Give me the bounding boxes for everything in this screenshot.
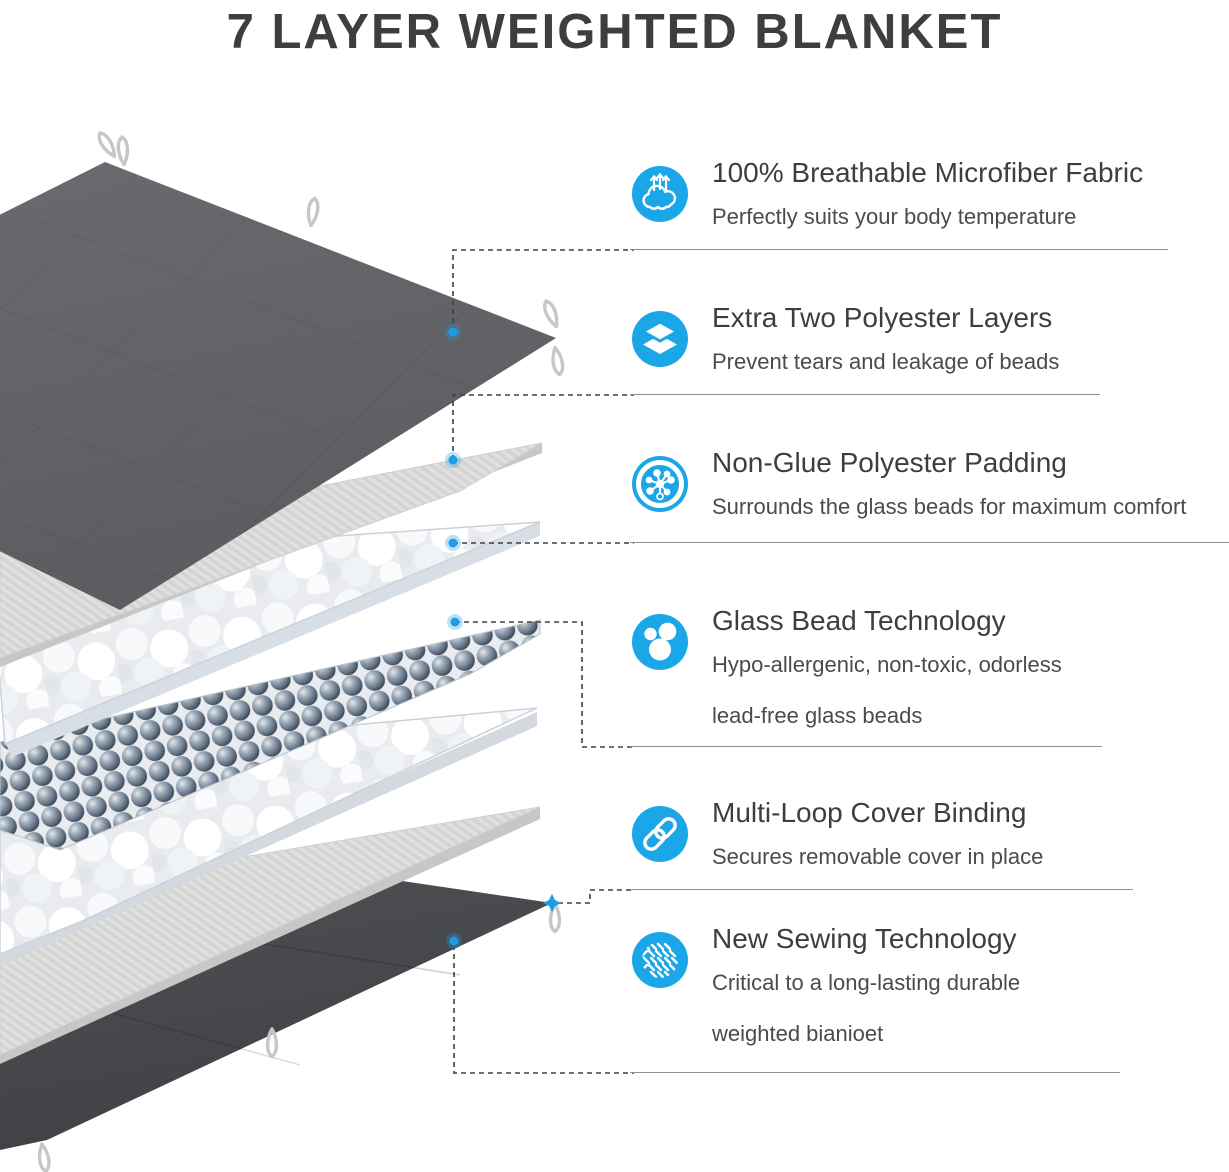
feature-description: Surrounds the glass beads for maximum co… — [712, 493, 1187, 519]
feature-description: Prevent tears and leakage of beads — [712, 348, 1060, 374]
feature-description: Critical to a long-lasting durable — [712, 969, 1021, 995]
molecule-icon — [632, 456, 688, 512]
corner-loop — [94, 129, 120, 161]
feature-description: Perfectly suits your body temperature — [712, 203, 1077, 229]
feature-glass-beads: Glass Bead Technology Hypo-allergenic, n… — [630, 598, 1102, 747]
feature-padding: Non-Glue Polyester Padding Surrounds the… — [630, 440, 1229, 543]
feature-sewing-technology: New Sewing Technology Critical to a long… — [630, 916, 1120, 1073]
feature-title: Multi-Loop Cover Binding — [712, 797, 1027, 828]
callout-connectors — [452, 249, 634, 1074]
feature-description: weighted bianioet — [712, 1021, 884, 1047]
corner-loop — [304, 195, 321, 228]
connector-breathable — [452, 249, 634, 332]
feature-description: Secures removable cover in place — [712, 843, 1044, 869]
connector-sewing — [453, 945, 634, 1074]
anchor-dot — [445, 452, 461, 468]
glass-beads-icon — [632, 614, 688, 670]
layer-microfiber-lower — [0, 806, 541, 1064]
chain-link-icon — [632, 806, 688, 862]
layer-microfiber-upper — [0, 442, 543, 667]
layer-glass-beads — [0, 619, 541, 851]
feature-title: Glass Bead Technology — [712, 605, 1006, 636]
anchor-dot — [445, 535, 461, 551]
connector-binding — [558, 889, 634, 904]
anchor-dot — [445, 324, 461, 340]
feature-title: Non-Glue Polyester Padding — [712, 447, 1067, 478]
layer-quilted-top-cover — [0, 129, 566, 610]
feature-description: lead-free glass beads — [712, 703, 923, 729]
feature-breathable-fabric: 100% Breathable Microfiber Fabric Perfec… — [630, 150, 1168, 250]
corner-loop — [548, 345, 566, 378]
anchor-dot — [446, 933, 462, 949]
feature-cover-binding: Multi-Loop Cover Binding Secures removab… — [630, 790, 1133, 890]
stacked-layers-icon — [632, 311, 688, 367]
breathable-cloud-icon — [632, 166, 688, 222]
anchor-star — [543, 894, 561, 912]
feature-title: New Sewing Technology — [712, 923, 1017, 954]
anchor-dot — [447, 614, 463, 630]
page-title: 7 LAYER WEIGHTED BLANKET — [226, 5, 1003, 59]
feature-description: Hypo-allergenic, non-toxic, odorless — [712, 651, 1062, 677]
corner-loop — [540, 297, 563, 331]
feature-title: 100% Breathable Microfiber Fabric — [712, 157, 1144, 188]
feature-title: Extra Two Polyester Layers — [712, 302, 1053, 333]
corner-loop — [35, 1141, 53, 1172]
callout-anchor-dots — [445, 324, 561, 949]
feature-polyester-layers: Extra Two Polyester Layers Prevent tears… — [630, 295, 1100, 395]
connector-beads — [455, 621, 634, 748]
weave-stitch-icon — [632, 932, 688, 988]
connector-polyester-layers — [452, 394, 634, 460]
corner-loop — [115, 135, 131, 167]
